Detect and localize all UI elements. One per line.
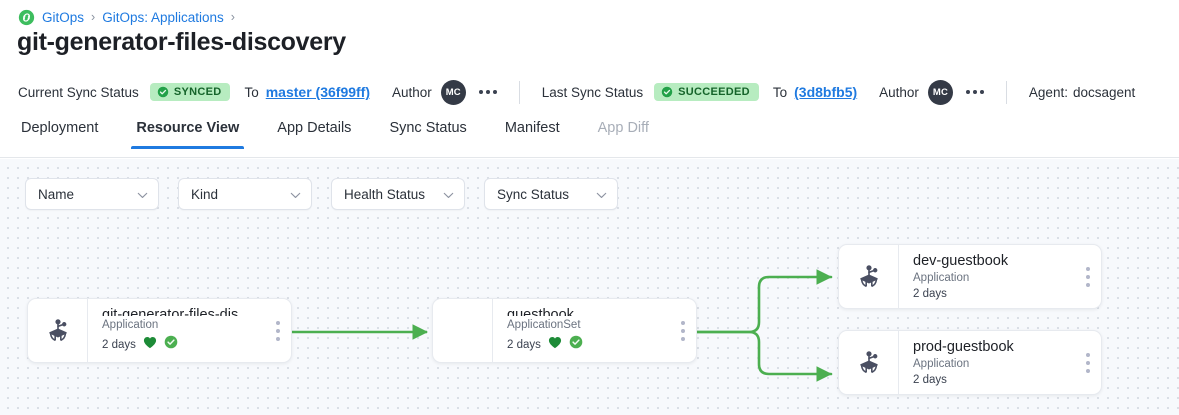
breadcrumb-item-applications[interactable]: GitOps: Applications (102, 10, 224, 25)
graph-node-kind: Application (102, 318, 159, 331)
status-bar-divider-2 (1005, 80, 1007, 104)
chevron-down-icon (596, 187, 607, 202)
graph-node-meta: 2 days (507, 335, 660, 354)
filter-sync-status-dropdown[interactable]: Sync Status (484, 178, 618, 210)
tab-sync-status[interactable]: Sync Status (389, 120, 467, 136)
filter-health-status-dropdown[interactable]: Health Status (331, 178, 465, 210)
current-sync-status-badge-text: SYNCED (173, 86, 222, 98)
graph-node-body: git-generator-files-disco… Application 2… (87, 299, 265, 362)
graph-node-age: 2 days (913, 288, 947, 300)
graph-node-title: prod-guestbook (913, 339, 1014, 355)
tab-resource-view[interactable]: Resource View (117, 118, 258, 149)
check-circle-icon (157, 86, 169, 98)
filter-kind-dropdown[interactable]: Kind (178, 178, 312, 210)
breadcrumb: GitOps › GitOps: Applications › (18, 9, 235, 26)
last-sync-revision-link[interactable]: (3d8bfb5) (794, 84, 858, 100)
filter-name-dropdown[interactable]: Name (25, 178, 159, 210)
breadcrumb-separator: › (91, 10, 96, 25)
tab-app-diff: App Diff (597, 120, 649, 136)
graph-node-body: guestbook ApplicationSet 2 days (492, 299, 670, 362)
current-sync-status-label: Current Sync Status (18, 84, 139, 100)
last-sync-status-badge: SUCCEEDED (654, 83, 759, 101)
last-sync-status-badge-text: SUCCEEDED (678, 86, 750, 98)
edge-appset-to-dev (695, 269, 833, 334)
last-sync-to-label: To (772, 84, 788, 100)
chevron-down-icon (443, 187, 454, 202)
chevron-down-icon (137, 187, 148, 202)
argo-application-icon (839, 245, 898, 308)
heart-icon (548, 336, 562, 354)
status-bar-divider-1 (518, 80, 520, 104)
graph-node-guestbook[interactable]: guestbook ApplicationSet 2 days (432, 298, 697, 363)
gitops-logo-icon (18, 9, 35, 26)
agent-label: Agent: (1028, 84, 1068, 100)
agent-info: Agent:docsagent (1029, 85, 1135, 100)
graph-node-meta: 2 days (913, 374, 1065, 386)
chevron-down-icon (290, 187, 301, 202)
tab-deployment[interactable]: Deployment (21, 120, 99, 136)
graph-node-kind: Application (913, 271, 970, 284)
graph-node-body: dev-guestbook Application 2 days (898, 245, 1075, 308)
graph-node-more-vertical-icon[interactable] (265, 299, 291, 362)
graph-node-title: git-generator-files-disco… (102, 307, 255, 316)
graph-node-more-vertical-icon[interactable] (1075, 245, 1101, 308)
last-sync-author-label: Author (879, 84, 919, 100)
graph-edges (292, 269, 833, 382)
filter-name-label: Name (38, 186, 75, 202)
tab-app-details[interactable]: App Details (277, 120, 352, 136)
last-sync-more-horizontal-icon[interactable] (965, 90, 984, 94)
graph-node-icon-placeholder (433, 299, 492, 362)
graph-node-more-vertical-icon[interactable] (670, 299, 696, 362)
filter-sync-status-label: Sync Status (497, 186, 570, 202)
tab-manifest[interactable]: Manifest (504, 120, 560, 136)
resource-graph-canvas[interactable]: Name Kind Health Status Sync Status (0, 159, 1179, 415)
graph-node-age: 2 days (913, 374, 947, 386)
graph-node-age: 2 days (507, 338, 541, 351)
graph-node-more-vertical-icon[interactable] (1075, 331, 1101, 394)
agent-value: docsagent (1072, 84, 1136, 100)
filter-health-status-label: Health Status (344, 186, 426, 202)
breadcrumb-item-gitops[interactable]: GitOps (42, 10, 85, 25)
current-sync-revision-link[interactable]: master (36f99ff) (265, 84, 370, 100)
check-circle-icon (164, 335, 178, 354)
breadcrumb-separator-2: › (230, 10, 235, 25)
status-bar: Current Sync Status SYNCED To master (36… (0, 72, 1179, 112)
argo-application-icon (839, 331, 898, 394)
graph-node-git-generator-files-discovery[interactable]: git-generator-files-disco… Application 2… (27, 298, 292, 363)
current-sync-author-label: Author (392, 84, 432, 100)
graph-node-title: guestbook (507, 307, 574, 316)
heart-icon (143, 336, 157, 354)
graph-node-body: prod-guestbook Application 2 days (898, 331, 1075, 394)
graph-node-prod-guestbook[interactable]: prod-guestbook Application 2 days (838, 330, 1102, 395)
graph-node-kind: Application (913, 357, 970, 370)
avatar: MC (440, 79, 466, 105)
avatar: MC (927, 79, 953, 105)
filter-bar: Name Kind Health Status Sync Status (25, 178, 618, 210)
page-title: git-generator-files-discovery (17, 28, 346, 56)
edge-appset-to-prod (695, 330, 833, 382)
current-sync-to-label: To (244, 84, 259, 100)
graph-node-dev-guestbook[interactable]: dev-guestbook Application 2 days (838, 244, 1102, 309)
current-sync-status-badge: SYNCED (149, 83, 231, 101)
tab-bar: Deployment Resource View App Details Syn… (0, 118, 1179, 158)
graph-node-age: 2 days (102, 338, 136, 351)
current-sync-more-horizontal-icon[interactable] (478, 90, 497, 94)
graph-node-meta: 2 days (913, 288, 1065, 300)
argo-application-icon (28, 299, 87, 362)
graph-node-kind: ApplicationSet (507, 318, 581, 331)
check-circle-icon (661, 86, 673, 98)
filter-kind-label: Kind (191, 186, 219, 202)
last-sync-status-label: Last Sync Status (541, 84, 644, 100)
check-circle-icon (569, 335, 583, 354)
graph-node-title: dev-guestbook (913, 253, 1009, 269)
graph-node-meta: 2 days (102, 335, 255, 354)
